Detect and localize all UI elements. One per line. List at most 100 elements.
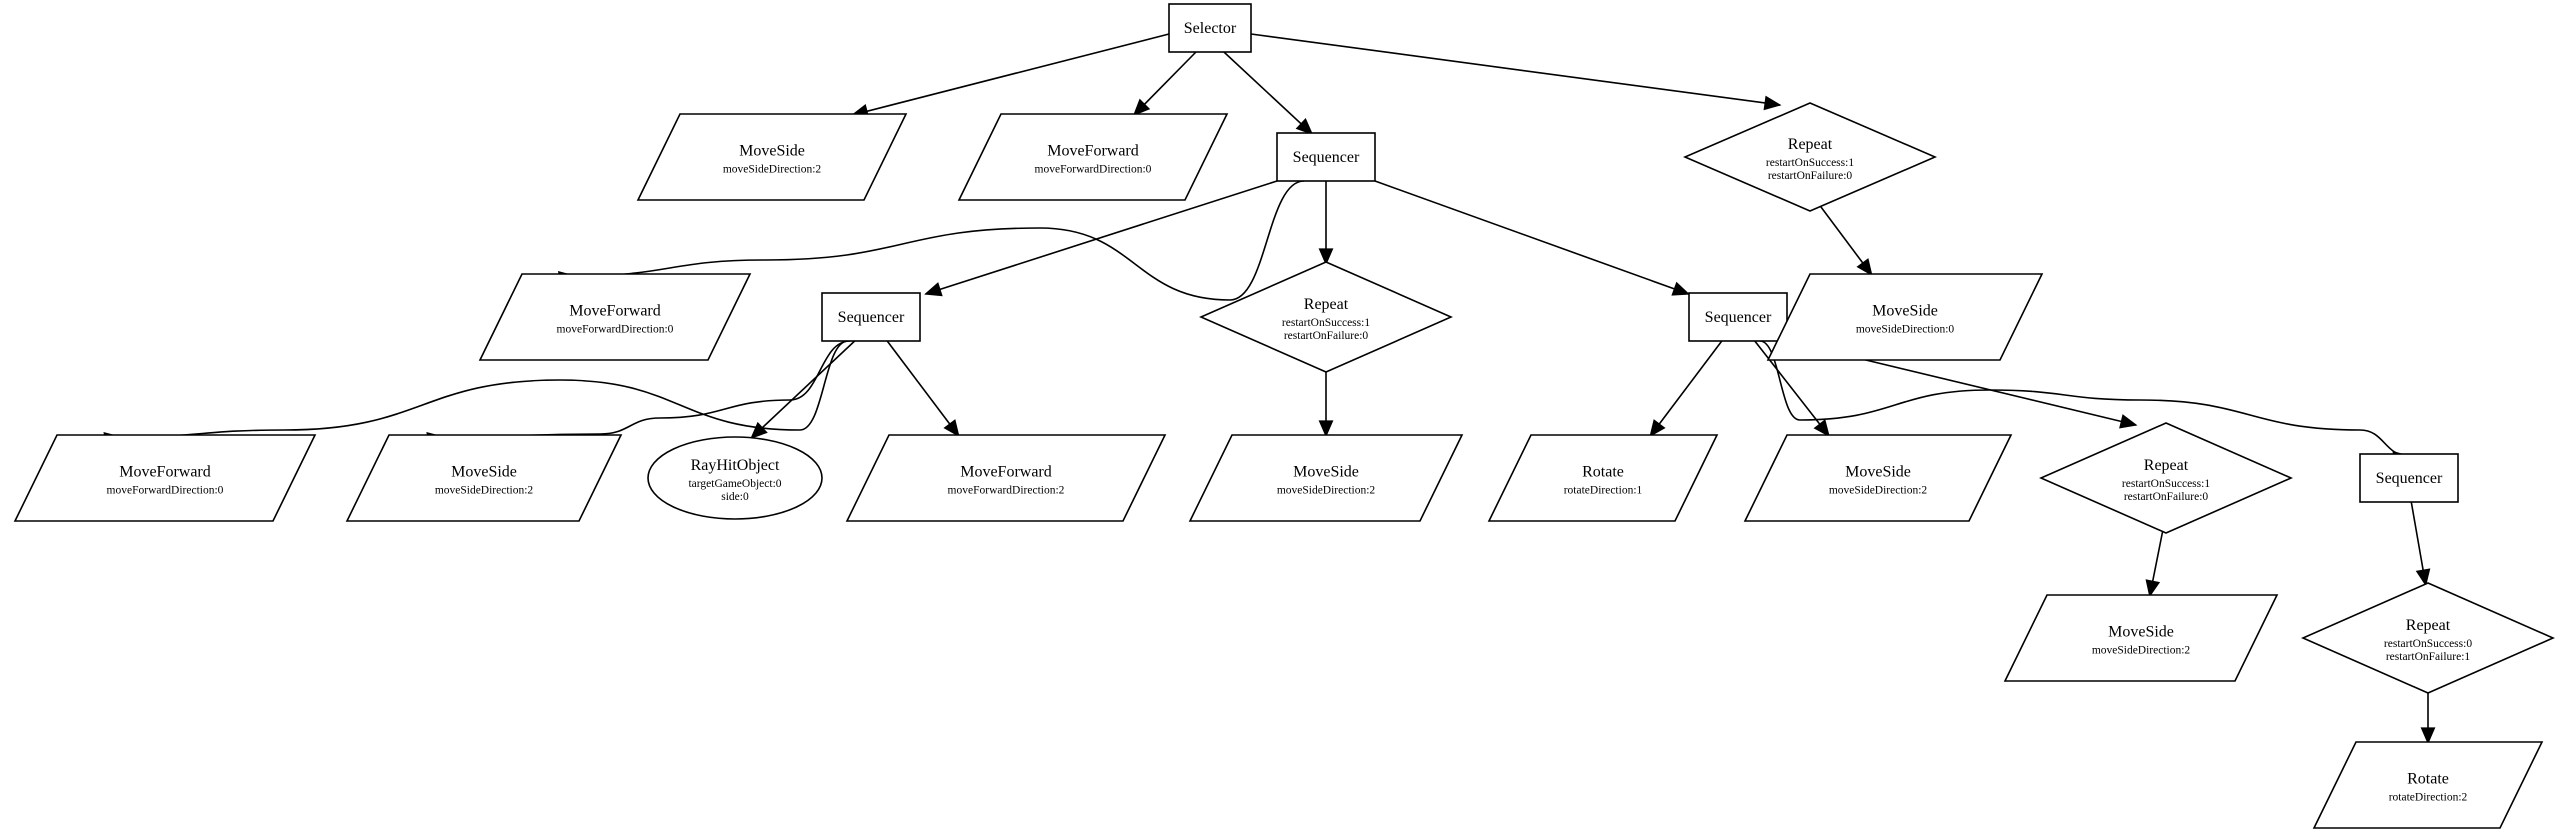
node-n_mf1: MoveForward moveForwardDirection:0 bbox=[957, 113, 1229, 201]
node-param: moveForwardDirection:2 bbox=[948, 485, 1065, 497]
node-param: moveSideDirection:2 bbox=[435, 485, 534, 497]
edge-line bbox=[1374, 180, 1689, 295]
node-seq2: Sequencer bbox=[821, 292, 921, 342]
edge-seq1-to-rep2 bbox=[1318, 181, 1334, 266]
node-param: moveSideDirection:2 bbox=[2092, 645, 2191, 657]
node-title: MoveForward bbox=[1047, 143, 1139, 160]
task-parallelogram-shape bbox=[13, 434, 317, 522]
node-title: Repeat bbox=[2144, 457, 2189, 474]
edge-line bbox=[852, 33, 1170, 116]
node-title: Sequencer bbox=[838, 309, 905, 326]
node-n_mf2: MoveForward moveForwardDirection:0 bbox=[478, 273, 752, 361]
edge-line bbox=[1250, 33, 1781, 106]
arrowhead bbox=[943, 419, 960, 438]
edge-selector-to-n_mf1 bbox=[1132, 51, 1197, 117]
arrowhead bbox=[1318, 248, 1334, 266]
edge-rep4-to-n_rot2 bbox=[2420, 687, 2436, 745]
arrowhead bbox=[2420, 727, 2436, 745]
node-title: Sequencer bbox=[1705, 309, 1772, 326]
edge-seq1-to-seq3 bbox=[1374, 180, 1690, 296]
node-title: MoveForward bbox=[569, 303, 661, 320]
arrowhead bbox=[1856, 258, 1873, 277]
nodes-layer: SelectorMoveSidemoveSideDirection:2MoveF… bbox=[13, 3, 2555, 829]
node-title: Repeat bbox=[1788, 136, 1833, 153]
edge-selector-to-seq1 bbox=[1223, 51, 1314, 136]
arrowhead bbox=[1813, 419, 1830, 438]
node-title: MoveSide bbox=[1872, 303, 1938, 320]
task-parallelogram-shape bbox=[1743, 434, 2013, 522]
task-parallelogram-shape bbox=[345, 434, 623, 522]
condition-ellipse-shape bbox=[647, 436, 823, 520]
node-param: moveForwardDirection:0 bbox=[107, 485, 224, 497]
decorator-diamond-shape bbox=[1682, 102, 1938, 212]
node-param: restartOnFailure:0 bbox=[2124, 491, 2209, 503]
edge-selector-to-rep1 bbox=[1250, 33, 1782, 111]
node-selector: Selector bbox=[1168, 3, 1252, 53]
node-seq3: Sequencer bbox=[1688, 292, 1788, 342]
task-parallelogram-shape bbox=[478, 273, 752, 361]
node-title: RayHitObject bbox=[691, 457, 780, 474]
node-title: MoveForward bbox=[960, 464, 1052, 481]
node-param: restartOnSuccess:1 bbox=[1282, 317, 1370, 329]
decorator-diamond-shape bbox=[1199, 261, 1453, 373]
task-parallelogram-shape bbox=[1487, 434, 1719, 522]
arrowhead bbox=[1671, 281, 1690, 296]
task-parallelogram-shape bbox=[1766, 273, 2044, 361]
node-rep2: Repeat restartOnSuccess:1restartOnFailure… bbox=[1199, 261, 1453, 373]
arrowhead bbox=[1132, 98, 1151, 117]
task-parallelogram-shape bbox=[636, 113, 908, 201]
edge-seq2-to-rayhit bbox=[750, 340, 856, 440]
node-param: moveForwardDirection:0 bbox=[1035, 164, 1152, 176]
node-param: restartOnSuccess:1 bbox=[1766, 157, 1854, 169]
task-parallelogram-shape bbox=[845, 434, 1167, 522]
node-seq4: Sequencer bbox=[2359, 453, 2459, 503]
node-n_mf4: MoveForward moveForwardDirection:2 bbox=[845, 434, 1167, 522]
node-param: moveSideDirection:2 bbox=[723, 164, 822, 176]
node-param: targetGameObject:0 bbox=[688, 478, 781, 490]
action-box-shape bbox=[821, 292, 921, 342]
edge-rep3-to-n_ms6 bbox=[2145, 526, 2165, 598]
node-param: rotateDirection:1 bbox=[1564, 485, 1643, 497]
node-title: MoveSide bbox=[2108, 624, 2174, 641]
arrowhead bbox=[2119, 414, 2138, 429]
action-box-shape bbox=[1168, 3, 1252, 53]
edge-selector-to-n_ms1 bbox=[850, 33, 1170, 119]
task-parallelogram-shape bbox=[1188, 434, 1464, 522]
arrowhead bbox=[1763, 95, 1782, 111]
arrowhead bbox=[2415, 568, 2431, 587]
node-rep1: RepeatrestartOnSuccess:1restartOnFailure… bbox=[1682, 102, 1938, 212]
edge-seq1-to-seq2 bbox=[924, 180, 1278, 297]
node-param: rotateDirection:2 bbox=[2389, 792, 2468, 804]
edge-line bbox=[886, 340, 960, 437]
edge-rep1-to-n_ms2 bbox=[1818, 204, 1873, 277]
node-title: Repeat bbox=[1304, 296, 1349, 313]
node-title: Rotate bbox=[1582, 464, 1624, 481]
edge-seq2-to-n_mf4 bbox=[886, 340, 960, 438]
action-box-shape bbox=[1276, 132, 1376, 182]
decorator-diamond-shape bbox=[2039, 422, 2293, 534]
edge-rep2-to-n_ms4 bbox=[1318, 366, 1334, 438]
node-title: Repeat bbox=[2406, 617, 2451, 634]
edge-seq4-to-rep4 bbox=[2410, 501, 2431, 587]
node-title: Sequencer bbox=[2376, 470, 2443, 487]
node-param: restartOnFailure:0 bbox=[1284, 330, 1369, 342]
node-param: moveSideDirection:0 bbox=[1856, 324, 1955, 336]
node-param: restartOnFailure:1 bbox=[2386, 651, 2471, 663]
arrowhead bbox=[750, 421, 768, 440]
arrowhead bbox=[924, 282, 943, 297]
action-box-shape bbox=[2359, 453, 2459, 503]
edge-line bbox=[1759, 340, 2410, 457]
node-param: restartOnSuccess:1 bbox=[2122, 478, 2210, 490]
edge-line bbox=[119, 340, 849, 438]
arrowhead bbox=[1318, 420, 1334, 438]
edge-line bbox=[1649, 340, 1723, 437]
edge-line bbox=[750, 340, 856, 439]
edge-seq2-to-n_mf3 bbox=[103, 340, 849, 447]
node-param: moveSideDirection:2 bbox=[1829, 485, 1928, 497]
node-param: moveForwardDirection:0 bbox=[557, 324, 674, 336]
